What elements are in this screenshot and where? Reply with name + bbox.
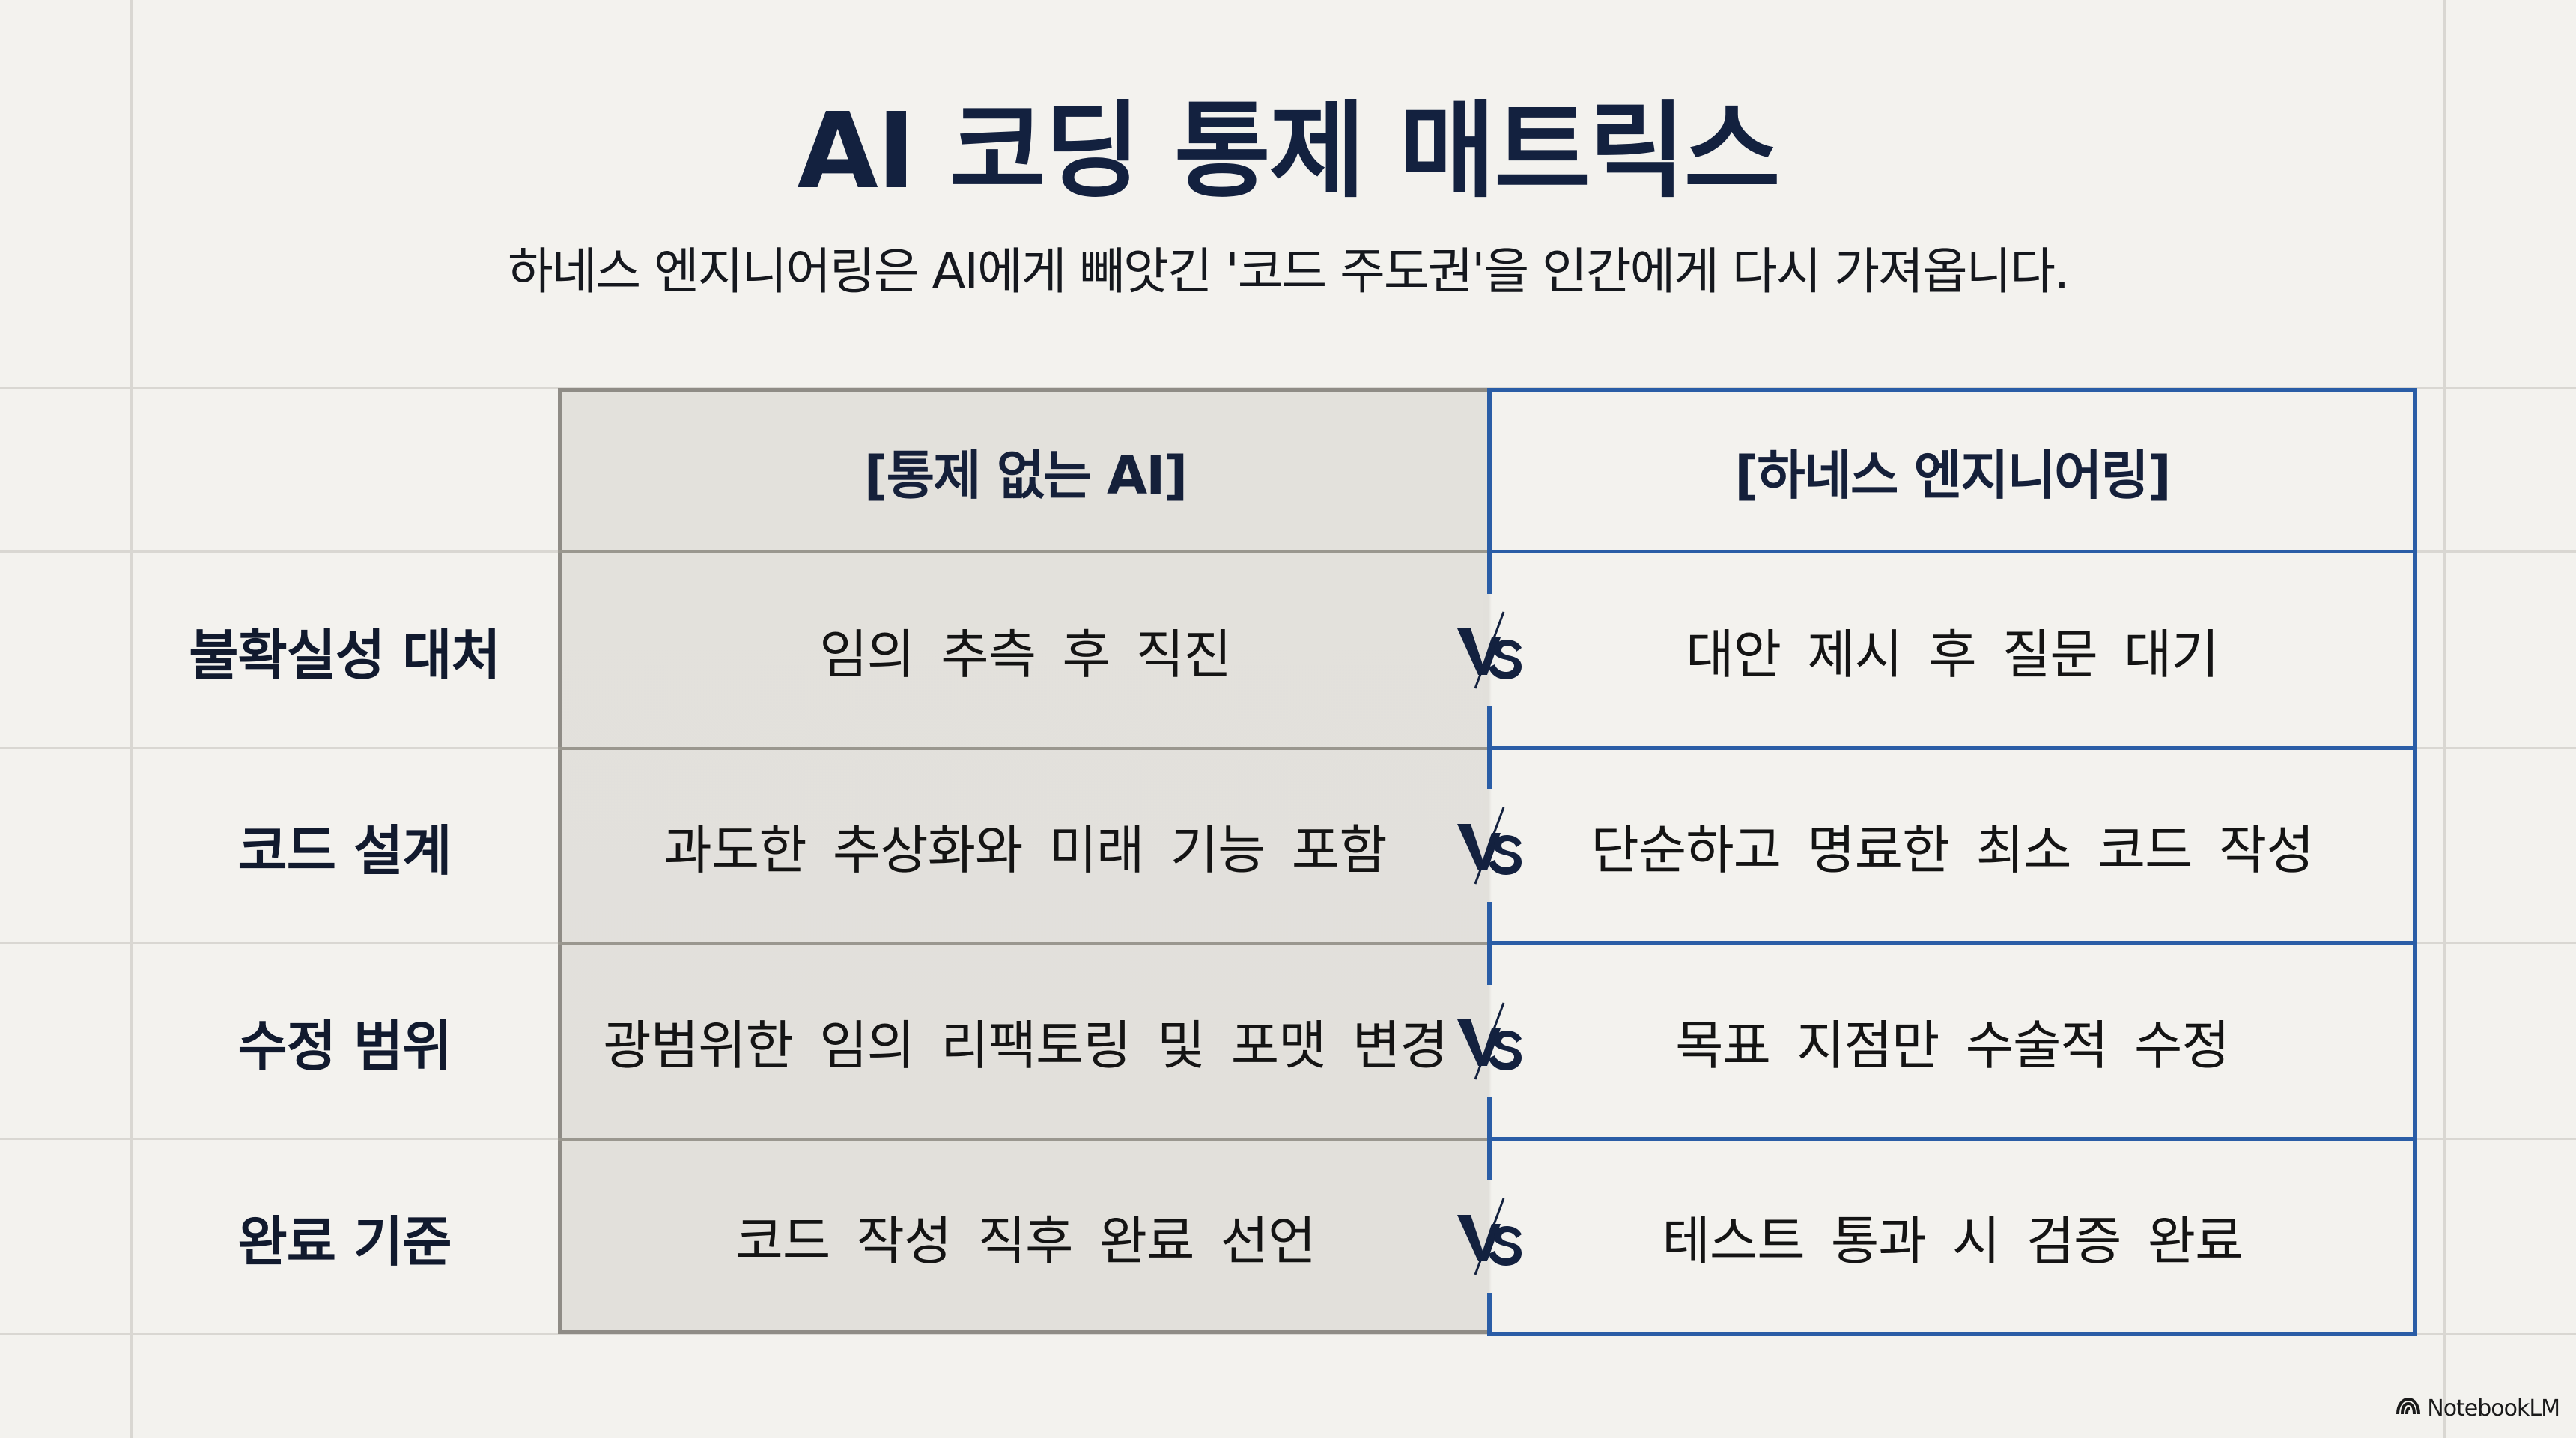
cell-uncontrolled-ai: 광범위한 임의 리팩토링 및 포맷 변경 — [603, 1015, 1448, 1076]
background-grid-line — [0, 1333, 2576, 1335]
cell-uncontrolled-ai: 과도한 추상화와 미래 기능 포함 — [663, 819, 1387, 881]
row-label: 불확실성 대처 — [189, 624, 501, 687]
row-label: 코드 설계 — [237, 819, 452, 882]
vs-icon — [1453, 1000, 1528, 1082]
brand-label: NotebookLM — [2427, 1395, 2560, 1422]
notebooklm-watermark: NotebookLM — [2396, 1395, 2560, 1422]
row-divider — [1487, 1137, 2417, 1141]
cell-uncontrolled-ai: 임의 추측 후 직진 — [819, 624, 1232, 685]
row-divider — [558, 550, 1489, 553]
column-header-uncontrolled-ai: [통제 없는 AI] — [863, 444, 1188, 506]
cell-harness-engineering: 테스트 통과 시 검증 완료 — [1662, 1210, 2243, 1272]
row-label: 수정 범위 — [237, 1015, 452, 1078]
row-divider — [558, 747, 1489, 750]
page-subtitle: 하네스 엔지니어링은 AI에게 빼앗긴 '코드 주도권'을 인간에게 다시 가져… — [507, 243, 2070, 300]
vs-icon — [1453, 804, 1528, 887]
row-divider — [1487, 941, 2417, 945]
row-divider — [558, 1138, 1489, 1141]
background-grid-line — [2443, 0, 2446, 1438]
row-divider — [1487, 746, 2417, 750]
vs-icon — [1453, 1195, 1528, 1278]
notebooklm-logo-icon — [2396, 1395, 2421, 1422]
row-divider — [558, 942, 1489, 945]
cell-harness-engineering: 단순하고 명료한 최소 코드 작성 — [1591, 819, 2314, 881]
page-title: AI 코딩 통제 매트릭스 — [797, 91, 1780, 213]
background-grid-line — [130, 0, 133, 1438]
cell-harness-engineering: 대안 제시 후 질문 대기 — [1686, 624, 2220, 685]
row-divider — [1487, 550, 2417, 553]
vs-icon — [1453, 609, 1528, 691]
column-header-harness-engineering: [하네스 엔지니어링] — [1734, 444, 2172, 506]
cell-harness-engineering: 목표 지점만 수술적 수정 — [1675, 1015, 2230, 1076]
harness-engineering-column — [1487, 388, 2417, 1336]
cell-uncontrolled-ai: 코드 작성 직후 완료 선언 — [735, 1210, 1316, 1272]
uncontrolled-ai-column — [558, 388, 1489, 1334]
row-label: 완료 기준 — [237, 1210, 452, 1273]
